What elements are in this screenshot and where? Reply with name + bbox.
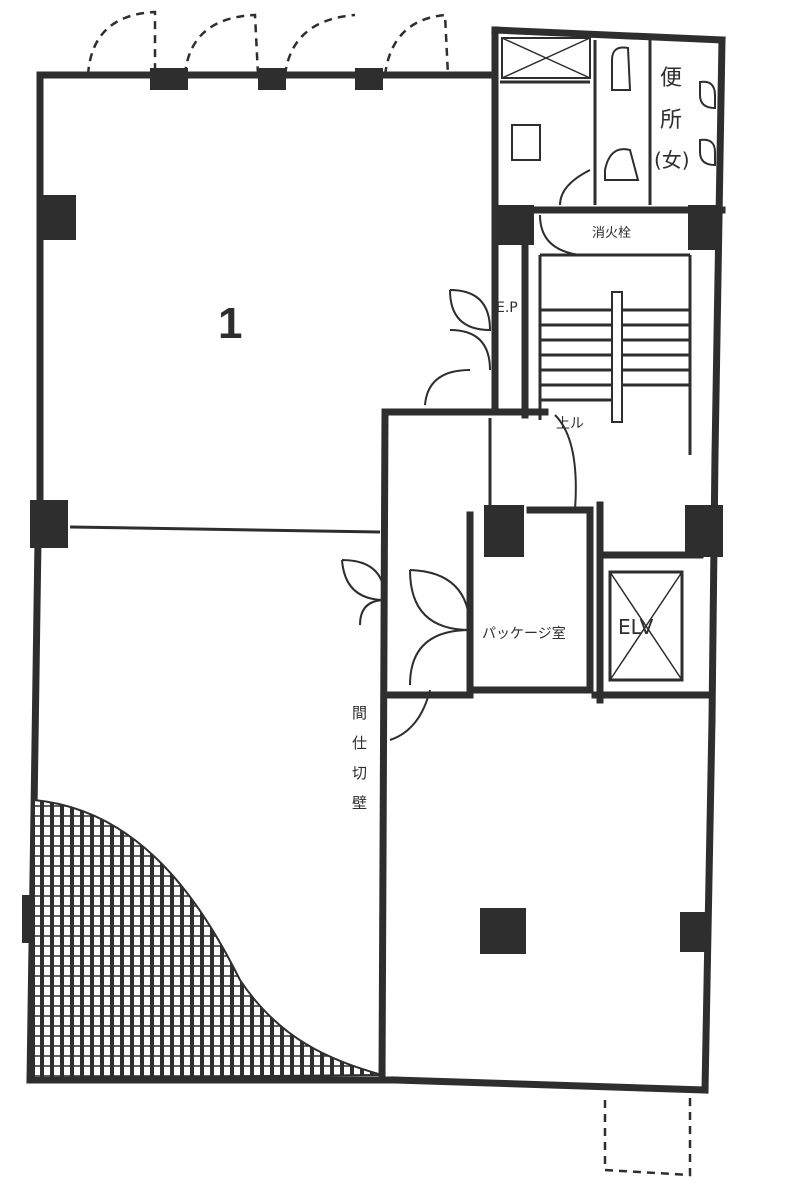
toilet-label-line3: (女) [654,148,690,172]
top-entrance-doors [86,10,692,1177]
ep-label: E.P [496,300,518,316]
package-room-label: パッケージ室 [482,625,566,642]
hatched-area [33,798,383,1080]
elevator-label: ELV [618,615,654,639]
columns [22,68,723,954]
elevator-shaft [608,570,684,682]
partition-label-3: 切 [352,764,367,782]
swing-doors [341,169,591,741]
partition-label-1: 間 [352,704,367,722]
toilet-fixtures [501,37,716,181]
toilet-label-line1: 便 [660,66,682,91]
unit-number-label: 1 [218,299,242,348]
stairs-up-label: 上ル [556,416,584,432]
partition-label-2: 仕 [352,734,367,752]
partition-label-4: 壁 [352,794,367,812]
stairs [540,308,690,402]
fire-hydrant-label: 消火栓 [592,226,631,241]
toilet-label-line2: 所 [660,108,682,133]
